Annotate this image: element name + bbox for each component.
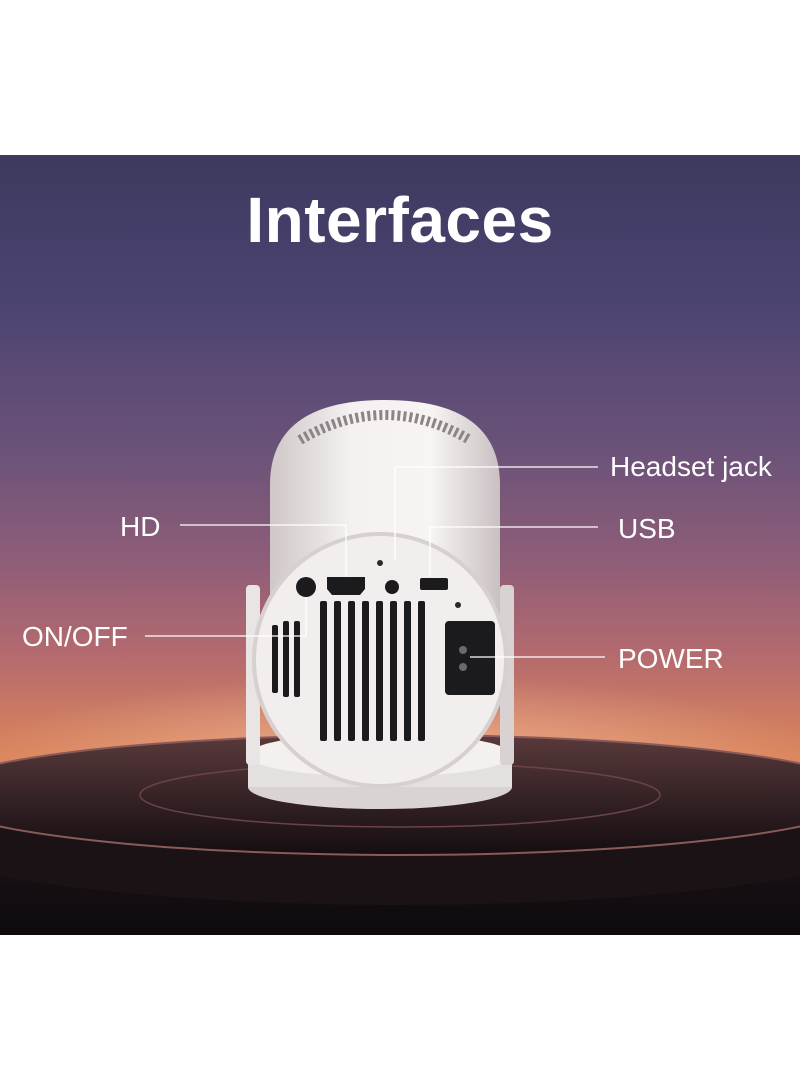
power-socket-pin (459, 663, 467, 671)
reset-hole (455, 602, 461, 608)
label-hd: HD (120, 511, 161, 542)
vent-left (272, 621, 300, 697)
ir-sensor (377, 560, 383, 566)
power-socket-pin (459, 646, 467, 654)
power-button (296, 577, 316, 597)
label-on-off: ON/OFF (22, 621, 128, 652)
hdmi-port (327, 577, 365, 595)
label-headset-jack: Headset jack (610, 451, 772, 482)
callout-lines (145, 466, 605, 658)
label-power: POWER (618, 643, 724, 674)
power-socket (445, 621, 495, 695)
usb-port (420, 578, 448, 590)
page-title: Interfaces (246, 184, 554, 256)
product-photo: Interfaces Headset jack HD USB ON/OFF PO… (0, 155, 800, 935)
vent-main (320, 601, 425, 741)
headset-jack-port (385, 580, 399, 594)
projector-illustration (0, 400, 800, 905)
top-vent (297, 410, 473, 445)
label-usb: USB (618, 513, 676, 544)
